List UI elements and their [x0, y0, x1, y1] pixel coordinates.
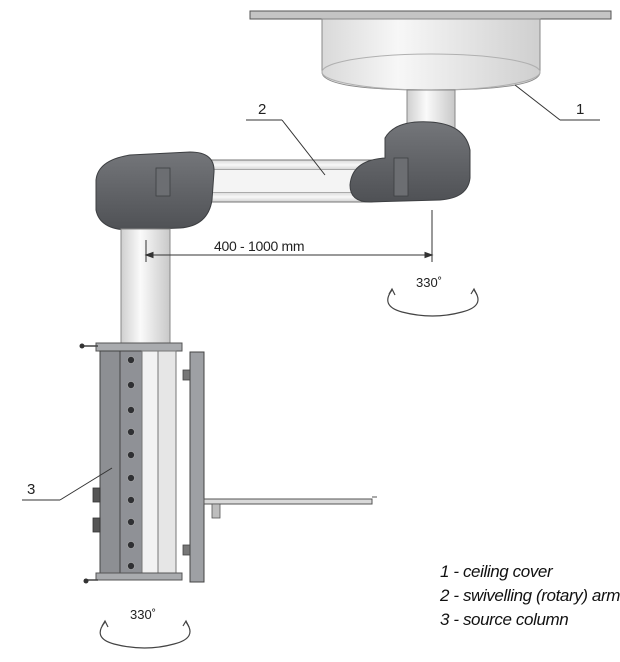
socket — [127, 381, 135, 389]
callout-2: 2 — [258, 101, 267, 118]
callout-1: 1 — [576, 101, 585, 118]
arm-tubes — [199, 159, 373, 203]
arm-left-joint — [95, 151, 215, 231]
diagram-drawing — [22, 10, 612, 649]
socket — [127, 451, 135, 459]
socket — [127, 406, 135, 414]
arm-rotation-angle: 330˚ — [416, 275, 443, 290]
ceiling-cover — [321, 18, 541, 91]
dimension-line — [144, 210, 434, 262]
socket — [127, 428, 135, 436]
legend-item-2: 2 - swivelling (rotary) arm — [440, 586, 620, 605]
column-sockets — [127, 356, 135, 570]
legend-item-1: 1 - ceiling cover — [440, 562, 553, 581]
source-column — [79, 342, 377, 584]
callout-3: 3 — [27, 481, 36, 498]
column-rotation-angle: 330˚ — [130, 607, 157, 622]
dimension-label: 400 - 1000 mm — [214, 238, 305, 254]
socket — [127, 474, 135, 482]
callout-leaders — [22, 84, 600, 501]
socket — [127, 562, 135, 570]
legend-item-3: 3 - source column — [440, 610, 569, 629]
ceiling-pendant-diagram: 1 2 3 400 - 1000 mm 330˚ 330˚ 1 - ceilin… — [22, 10, 620, 649]
socket — [127, 518, 135, 526]
socket — [127, 496, 135, 504]
arm-right-joint — [349, 121, 471, 203]
legend: 1 - ceiling cover 2 - swivelling (rotary… — [440, 560, 620, 632]
column-rotation-arrow — [99, 619, 191, 649]
arm-rotation-arrow — [387, 287, 479, 317]
socket — [127, 356, 135, 364]
socket — [127, 541, 135, 549]
ceiling-plate — [249, 10, 612, 20]
